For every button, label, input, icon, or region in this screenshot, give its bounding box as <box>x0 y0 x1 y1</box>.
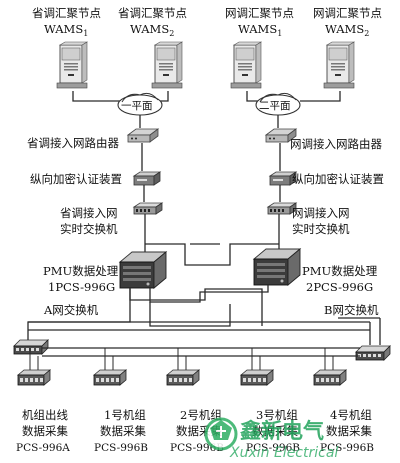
server-icon <box>151 41 183 89</box>
collector-label-model: PCS-996B <box>320 442 374 454</box>
grid-switch-label-1: 网调接入网 <box>292 206 350 220</box>
collector-3-labels: 3号机组 数据采集 PCS-996B <box>246 408 300 454</box>
right-top-server-labels: 网调汇聚节点 WAMS1 网调汇聚节点 WAMS2 <box>225 6 382 38</box>
collector-label-line2: 数据采集 <box>100 424 146 438</box>
collector-device-icon <box>313 369 347 386</box>
plane-two-label: 二平面 <box>259 100 291 112</box>
server-name-province-1: WAMS1 <box>44 22 88 38</box>
server-name-province-2: WAMS2 <box>130 22 174 38</box>
collector-label-model: PCS-996B <box>246 442 300 454</box>
collector-label-model: PCS-996B <box>94 442 148 454</box>
collector-device-icon <box>240 369 274 386</box>
b-net-switch-icon <box>355 345 391 361</box>
collector-0-labels: 机组出线 数据采集 PCS-996A <box>16 408 70 454</box>
collector-label-line1: 2号机组 <box>180 408 222 422</box>
grid-crypto-label: 纵向加密认证装置 <box>292 172 384 186</box>
crypto-device-icon <box>133 171 161 186</box>
collector-1-labels: 1号机组 数据采集 PCS-996B <box>94 408 148 454</box>
watermark-sub-text: Xuxin Electrical <box>229 445 338 461</box>
pmu-left-label-2: 1PCS-996G <box>48 280 115 294</box>
pmu-server-icon <box>253 248 301 286</box>
link-wire <box>160 91 169 102</box>
province-router-label: 省调接入网路由器 <box>27 136 119 150</box>
watermark-brand-text: 鑫新电气 <box>239 419 324 443</box>
collector-label-line2: 数据采集 <box>326 424 372 438</box>
grid-router-label: 网调接入网路由器 <box>290 137 382 151</box>
grid-switch-label-2: 实时交换机 <box>292 222 350 236</box>
collector-device-icon <box>17 369 51 386</box>
link-wire <box>246 91 258 102</box>
server-icon <box>56 41 88 89</box>
pmu-server-icon <box>119 251 167 289</box>
brand-watermark: 鑫新电气 Xuxin Electrical <box>204 417 338 461</box>
a-net-bus-wire <box>149 302 231 327</box>
plane-two-cloud: 二平面 <box>255 92 301 116</box>
pmu-right-label-1: PMU数据处理 <box>302 264 378 278</box>
cross-link-wire <box>145 243 279 266</box>
plane-one-cloud: 一平面 <box>117 92 163 116</box>
collector-label-line2: 数据采集 <box>22 424 68 438</box>
collector-device-icon <box>166 369 200 386</box>
server-name-grid-2: WAMS2 <box>325 22 369 38</box>
province-switch-label-1: 省调接入网 <box>60 206 118 220</box>
link-wire <box>300 91 341 102</box>
server-label-grid-2: 网调汇聚节点 <box>313 6 382 20</box>
province-switch-label-2: 实时交换机 <box>60 222 118 236</box>
brand-logo-icon <box>204 417 238 451</box>
pmu-link-wire <box>149 285 269 303</box>
server-label-province-2: 省调汇聚节点 <box>118 6 187 20</box>
server-name-grid-1: WAMS1 <box>238 22 282 38</box>
collector-4-labels: 4号机组 数据采集 PCS-996B <box>320 408 374 454</box>
b-net-switch-label: B网交换机 <box>324 303 379 317</box>
collector-label-model: PCS-996A <box>16 442 70 454</box>
collector-device-icon <box>93 369 127 386</box>
server-icon <box>323 41 355 89</box>
collector-label-line1: 4号机组 <box>330 408 372 422</box>
collector-label-line2: 数据采集 <box>252 424 298 438</box>
plane-one-label: 一平面 <box>121 100 153 112</box>
server-label-province-1: 省调汇聚节点 <box>32 6 101 20</box>
server-icon <box>230 41 262 89</box>
pmu-left-label-1: PMU数据处理 <box>43 264 119 278</box>
left-top-server-labels: 省调汇聚节点 WAMS1 省调汇聚节点 WAMS2 <box>32 6 187 38</box>
a-net-switch-icon <box>13 339 49 355</box>
province-crypto-label: 纵向加密认证装置 <box>30 172 122 186</box>
a-net-switch-label: A网交换机 <box>43 303 99 317</box>
router-icon <box>127 128 159 143</box>
collector-label-line1: 机组出线 <box>22 408 68 422</box>
link-wire <box>72 91 120 102</box>
collector-label-line1: 3号机组 <box>256 408 298 422</box>
pmu-right-label-2: 2PCS-996G <box>306 280 373 294</box>
switch-icon <box>133 202 163 215</box>
server-label-grid-1: 网调汇聚节点 <box>225 6 294 20</box>
collector-label-line1: 1号机组 <box>104 408 146 422</box>
